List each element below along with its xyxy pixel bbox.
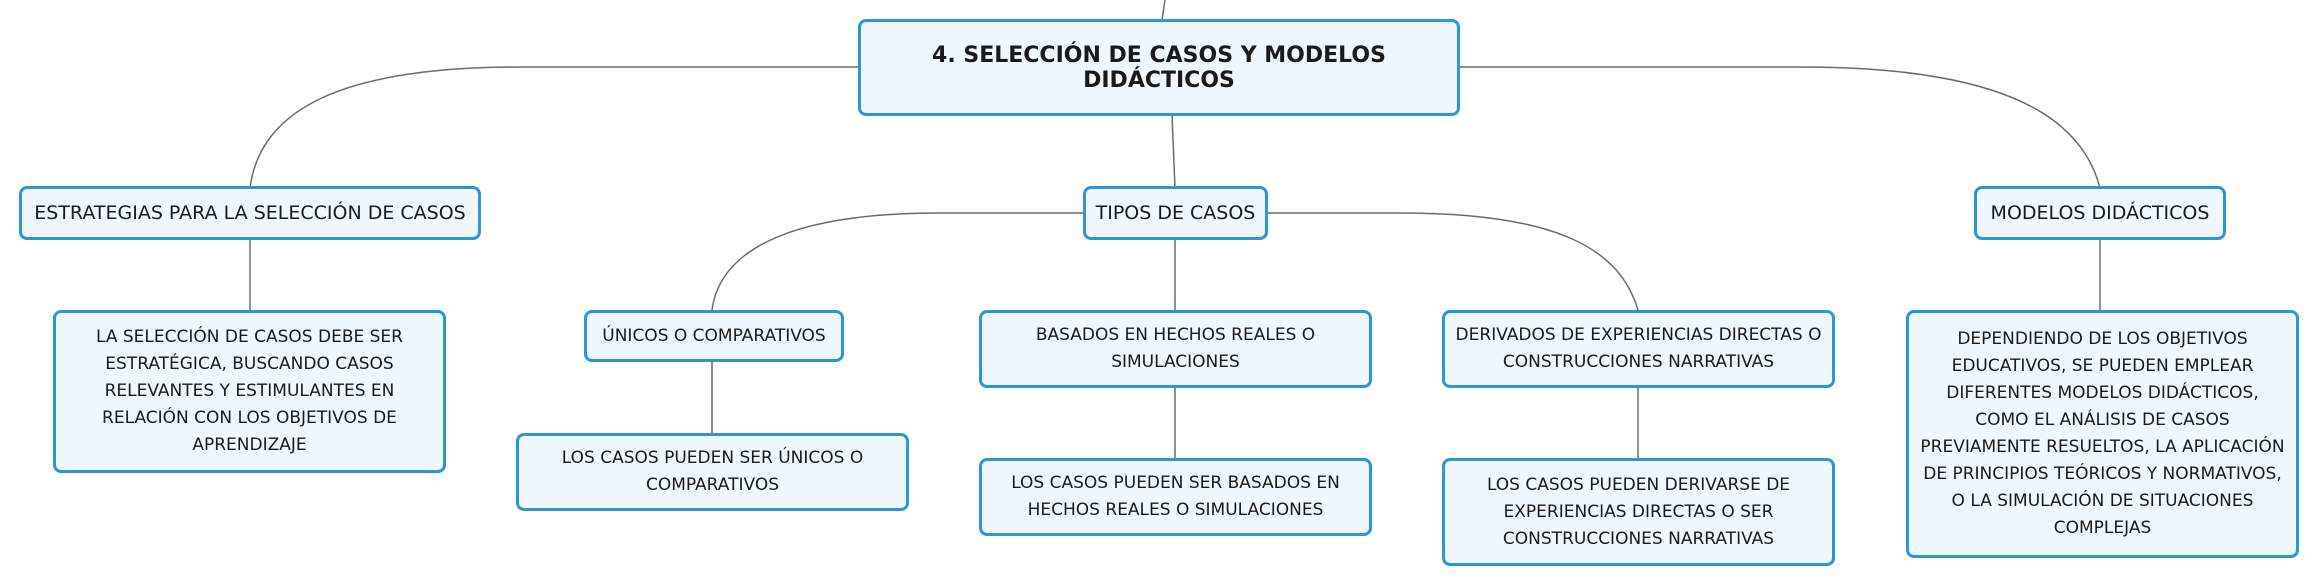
subtopic-unicos-comparativos[interactable]: ÚNICOS O COMPARATIVOS	[584, 310, 844, 362]
detail-unicos-text: LOS CASOS PUEDEN SER ÚNICOS O COMPARATIV…	[561, 448, 864, 495]
detail-basados-text: LOS CASOS PUEDEN SER BASADOS EN HECHOS R…	[1011, 473, 1340, 520]
root-node[interactable]: 4. SELECCIÓN DE CASOS Y MODELOS DIDÁCTIC…	[858, 19, 1460, 116]
detail-modelos[interactable]: DEPENDIENDO DE LOS OBJETIVOS EDUCATIVOS,…	[1906, 310, 2299, 558]
topic-modelos-label: MODELOS DIDÁCTICOS	[1990, 202, 2210, 224]
connector-root-tipos	[1171, 114, 1176, 189]
detail-modelos-text: DEPENDIENDO DE LOS OBJETIVOS EDUCATIVOS,…	[1920, 329, 2285, 538]
connector-root-modelos	[1460, 66, 2101, 189]
topic-modelos-didacticos[interactable]: MODELOS DIDÁCTICOS	[1974, 186, 2226, 240]
connector-tipos-unicos	[711, 212, 1083, 311]
subtopic-experiencias-narrativas[interactable]: DERIVADOS DE EXPERIENCIAS DIRECTAS O CON…	[1442, 310, 1835, 388]
detail-estrategias[interactable]: LA SELECCIÓN DE CASOS DEBE SER ESTRATÉGI…	[53, 310, 446, 473]
topic-tipos-de-casos[interactable]: TIPOS DE CASOS	[1083, 186, 1268, 240]
detail-unicos[interactable]: LOS CASOS PUEDEN SER ÚNICOS O COMPARATIV…	[516, 433, 909, 511]
connector-tipos-derivados	[1267, 212, 1639, 311]
detail-derivados-text: LOS CASOS PUEDEN DERIVARSE DE EXPERIENCI…	[1486, 474, 1791, 549]
subtopic-derivados-label: DERIVADOS DE EXPERIENCIAS DIRECTAS O CON…	[1455, 325, 1822, 372]
connector-root-estrategias	[249, 66, 860, 189]
subtopic-hechos-reales-simulaciones[interactable]: BASADOS EN HECHOS REALES O SIMULACIONES	[979, 310, 1372, 388]
subtopic-unicos-label: ÚNICOS O COMPARATIVOS	[602, 325, 826, 346]
subtopic-basados-label: BASADOS EN HECHOS REALES O SIMULACIONES	[1035, 325, 1316, 372]
topic-estrategias-label: ESTRATEGIAS PARA LA SELECCIÓN DE CASOS	[34, 202, 466, 224]
connector-offpage	[1161, 0, 1166, 21]
detail-basados[interactable]: LOS CASOS PUEDEN SER BASADOS EN HECHOS R…	[979, 458, 1372, 536]
detail-estrategias-text: LA SELECCIÓN DE CASOS DEBE SER ESTRATÉGI…	[96, 327, 403, 455]
detail-derivados[interactable]: LOS CASOS PUEDEN DERIVARSE DE EXPERIENCI…	[1442, 458, 1835, 566]
topic-tipos-label: TIPOS DE CASOS	[1095, 202, 1256, 224]
topic-estrategias[interactable]: ESTRATEGIAS PARA LA SELECCIÓN DE CASOS	[19, 186, 481, 240]
root-title: 4. SELECCIÓN DE CASOS Y MODELOS DIDÁCTIC…	[932, 42, 1386, 93]
